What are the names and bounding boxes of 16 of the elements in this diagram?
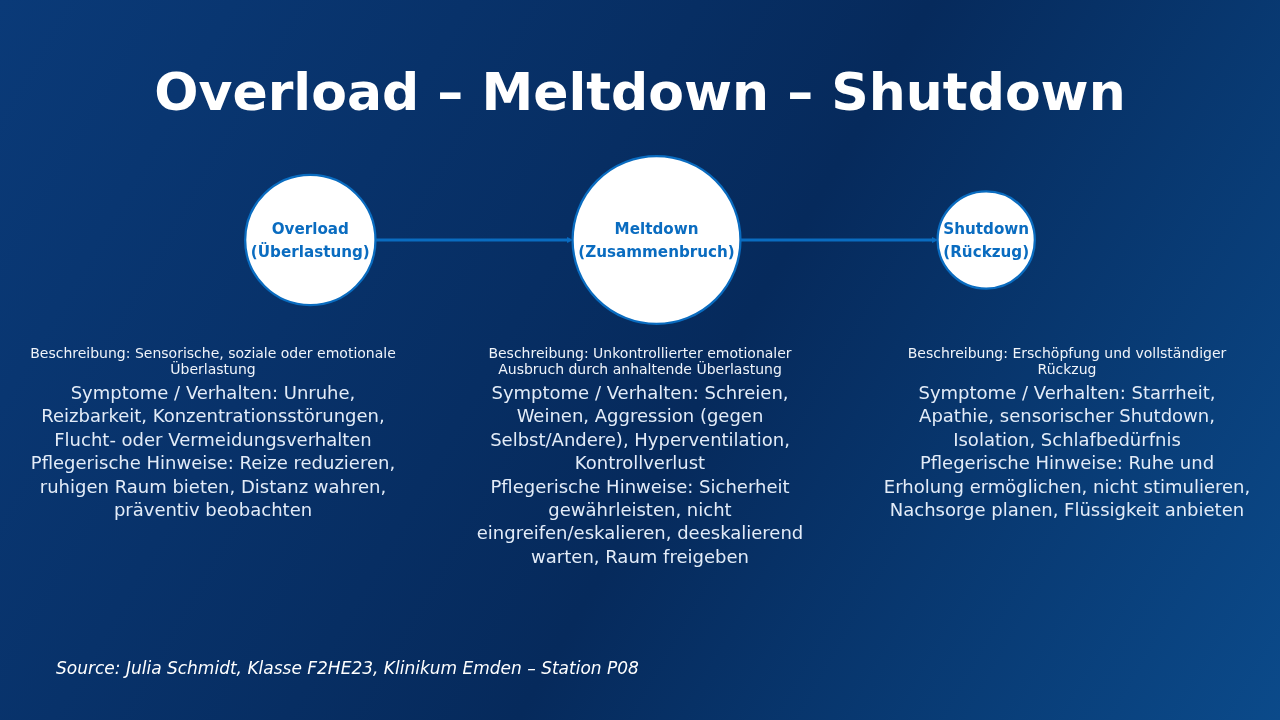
source-caption: Source: Julia Schmidt, Klasse F2HE23, Klinikum Emden – Station P08 xyxy=(56,658,639,678)
circle-node: Overload (Überlastung) xyxy=(244,173,377,307)
description-text: Beschreibung: Unkontrollierter emotionaler Ausbruch durch anhaltende Überlastung xyxy=(487,345,793,377)
circle-node: Shutdown (Rückzug) xyxy=(936,190,1036,290)
care-notes-text: Pflegerische Hinweise: Sicherheit gewährleisten, nicht eingreifen/eskalieren, deeskalierend warten, Raum freigeben xyxy=(475,474,805,569)
symptoms-text: Symptome / Verhalten: Schreien, Weinen, Aggression (gegen Selbst/Andere), Hyperventilation, Kontrollverlust xyxy=(489,381,791,475)
care-notes-text: Pflegerische Hinweise: Ruhe und Erholung ermöglichen, nicht stimulieren, Nachsorge planen, Flüssigkeit anbieten xyxy=(882,451,1252,522)
care-notes-text: Pflegerische Hinweise: Reize reduzieren, ruhigen Raum bieten, Distanz wahren, präventiv beobachten xyxy=(29,451,397,522)
title: Overload – Meltdown – Shutdown xyxy=(154,62,1126,122)
circle-node: Meltdown (Zusammenbruch) xyxy=(571,154,742,326)
arrow xyxy=(375,236,573,244)
arrow xyxy=(740,236,938,244)
symptoms-text: Symptome / Verhalten: Unruhe, Reizbarkeit, Konzentrationsstörungen, Flucht- oder Vermeidungsverhalten xyxy=(40,381,386,452)
description-text: Beschreibung: Erschöpfung und vollständiger Rückzug xyxy=(906,345,1228,377)
description-text: Beschreibung: Sensorische, soziale oder emotionale Überlastung xyxy=(29,345,397,377)
symptoms-text: Symptome / Verhalten: Starrheit, Apathie, sensorischer Shutdown, Isolation, Schlafbedürfnis xyxy=(917,381,1217,452)
